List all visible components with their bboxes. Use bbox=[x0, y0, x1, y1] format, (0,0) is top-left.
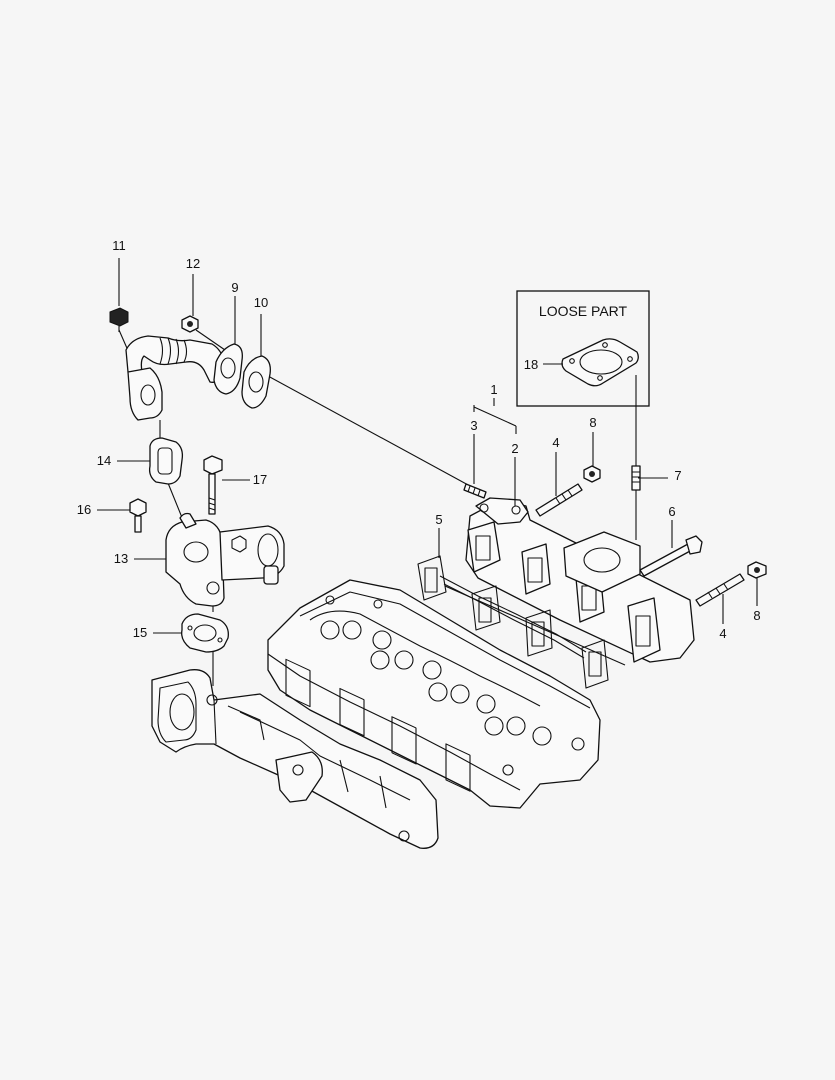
callout-9: 9 bbox=[231, 280, 238, 295]
callout-8-upper: 8 bbox=[589, 415, 596, 430]
callout-labels: 11 12 9 10 14 16 17 13 15 1 3 2 4 8 7 5 … bbox=[77, 238, 761, 641]
cylinder-head-part bbox=[267, 579, 601, 809]
exhaust-gasket-5-part bbox=[417, 555, 609, 689]
bolt-17-part bbox=[203, 455, 223, 515]
callout-6: 6 bbox=[668, 504, 675, 519]
callout-16: 16 bbox=[77, 502, 91, 517]
callout-17: 17 bbox=[253, 472, 267, 487]
callout-3: 3 bbox=[470, 418, 477, 433]
callout-2: 2 bbox=[511, 441, 518, 456]
callout-10: 10 bbox=[254, 295, 268, 310]
exhaust-manifold-2-part bbox=[465, 497, 695, 663]
loose-part-title: LOOSE PART bbox=[539, 303, 628, 319]
gasket-10-part bbox=[241, 355, 271, 409]
callout-7: 7 bbox=[674, 468, 681, 483]
bolt-16-part bbox=[129, 498, 147, 533]
gasket-9-part bbox=[213, 343, 243, 395]
callout-leaders bbox=[97, 258, 758, 634]
callout-13: 13 bbox=[114, 551, 128, 566]
callout-18: 18 bbox=[524, 357, 538, 372]
callout-15: 15 bbox=[133, 625, 147, 640]
stud-3-part bbox=[463, 483, 487, 499]
loose-part-box: LOOSE PART bbox=[516, 290, 650, 407]
bolt-4-lower-part bbox=[695, 573, 745, 607]
egr-pipe-part bbox=[125, 335, 225, 421]
callout-8-lower: 8 bbox=[753, 608, 760, 623]
gasket-18-part bbox=[561, 338, 639, 387]
gasket-15-part bbox=[181, 613, 229, 653]
callout-4-upper: 4 bbox=[552, 435, 559, 450]
egr-valve-13-part bbox=[165, 512, 285, 607]
callout-1: 1 bbox=[490, 382, 497, 397]
nut-8-upper-part bbox=[583, 465, 601, 483]
bolt-11-part bbox=[109, 307, 129, 332]
callout-14: 14 bbox=[97, 453, 111, 468]
nut-8-lower-part bbox=[747, 561, 767, 579]
callout-11: 11 bbox=[112, 238, 126, 253]
nut-12-part bbox=[181, 315, 199, 333]
bolt-6-part bbox=[639, 535, 703, 577]
callout-4-lower: 4 bbox=[719, 626, 726, 641]
bolt-4-upper-part bbox=[535, 483, 583, 517]
intake-manifold-part bbox=[151, 669, 439, 849]
gasket-14-part bbox=[148, 437, 184, 485]
callout-12: 12 bbox=[186, 256, 200, 271]
callout-5: 5 bbox=[435, 512, 442, 527]
